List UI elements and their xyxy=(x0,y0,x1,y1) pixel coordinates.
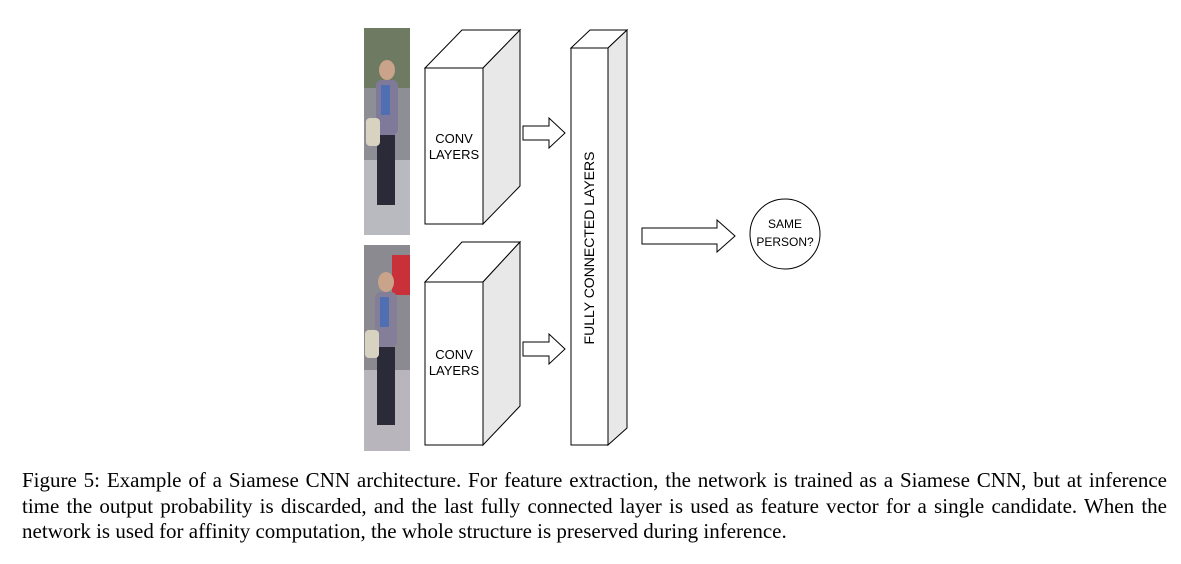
person-image-top xyxy=(364,28,410,235)
fc-block: FULLY CONNECTED LAYERS xyxy=(569,28,629,447)
siamese-cnn-diagram: CONV LAYERS CONV LAYERS FULLY CONNECTED … xyxy=(364,28,821,451)
arrow-top-icon xyxy=(522,116,566,150)
conv-block-bottom-label-1: CONV xyxy=(435,347,473,362)
conv-block-bottom: CONV LAYERS xyxy=(423,240,522,447)
person-image-bottom xyxy=(364,245,410,451)
output-node: SAME PERSON? xyxy=(749,198,821,270)
output-label-2: PERSON? xyxy=(756,235,814,249)
conv-block-bottom-label-2: LAYERS xyxy=(429,363,480,378)
conv-block-top-label-2: LAYERS xyxy=(429,147,480,162)
conv-block-top: CONV LAYERS xyxy=(423,28,522,226)
arrow-output-icon xyxy=(641,218,736,254)
fc-label: FULLY CONNECTED LAYERS xyxy=(581,152,597,345)
arrow-bottom-icon xyxy=(522,332,566,366)
figure-caption: Figure 5: Example of a Siamese CNN archi… xyxy=(22,468,1167,543)
conv-block-top-label-1: CONV xyxy=(435,131,473,146)
output-label-1: SAME xyxy=(768,217,802,231)
